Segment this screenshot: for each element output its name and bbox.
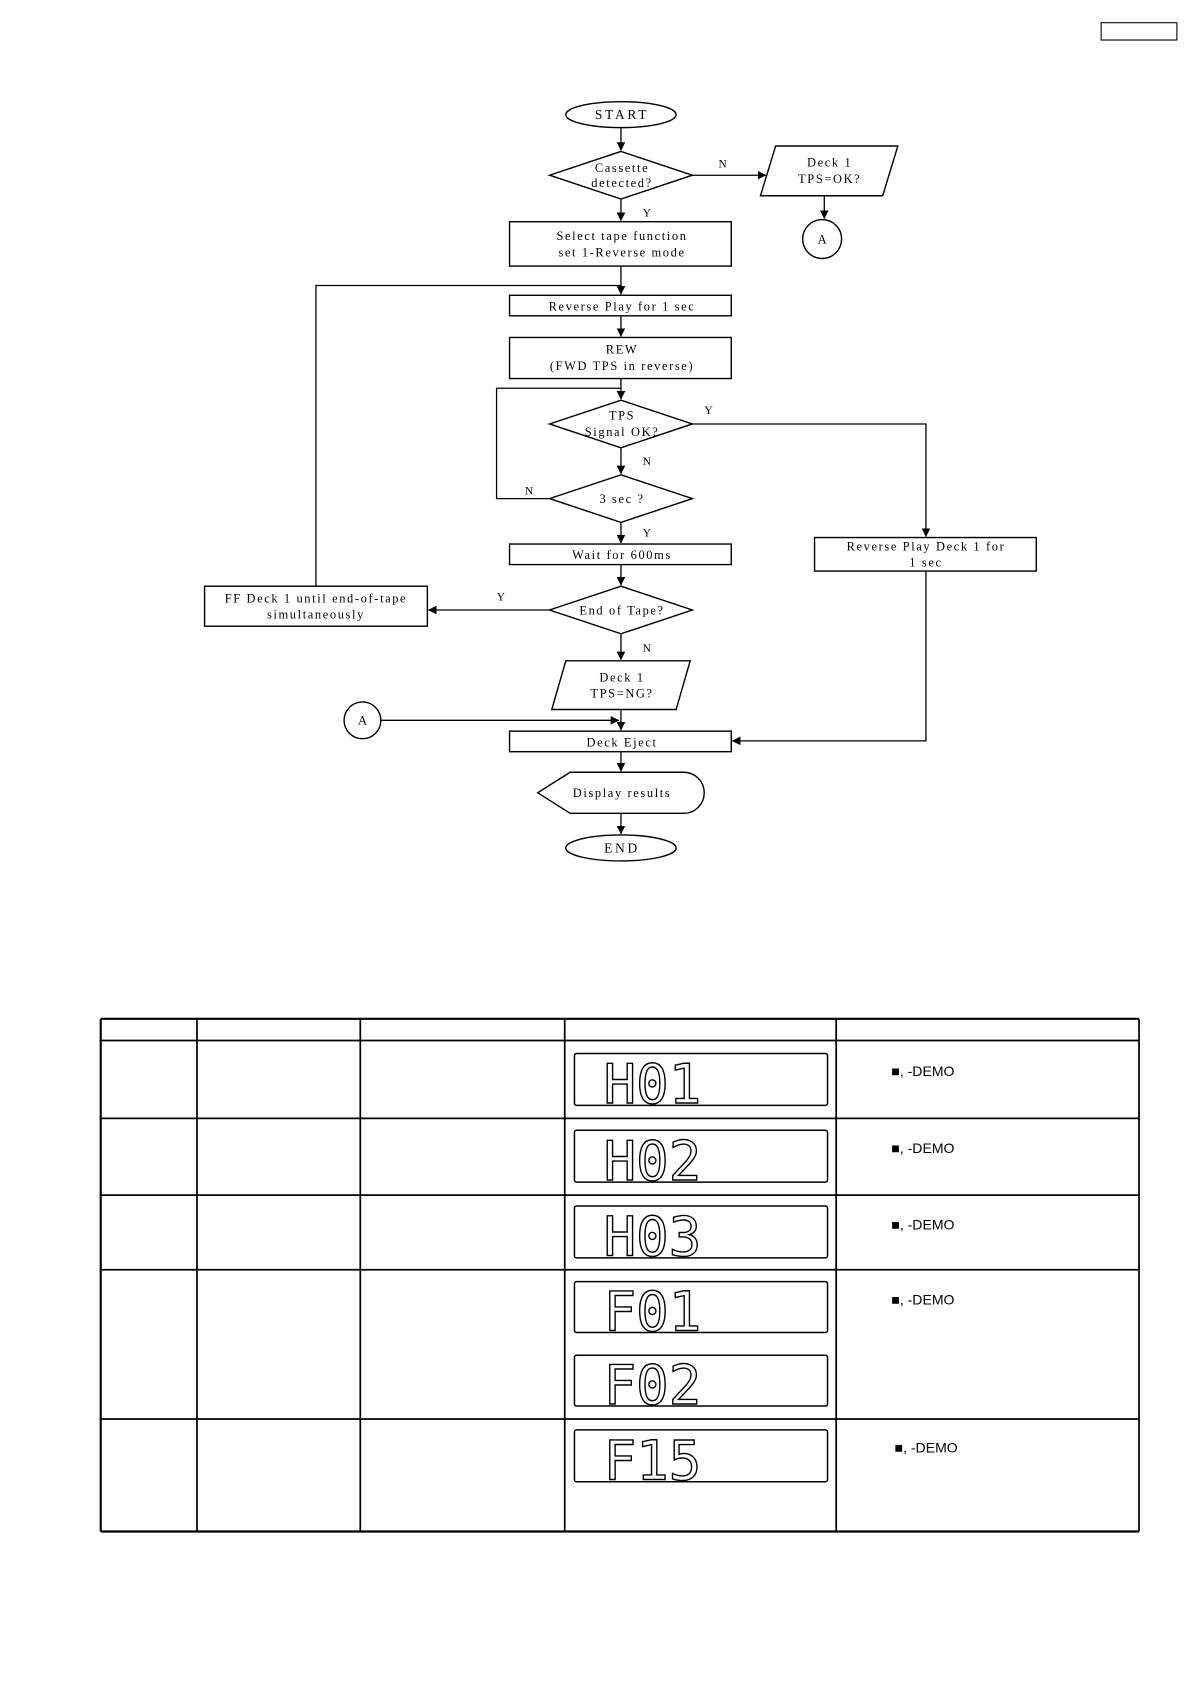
select-tape-line2: set 1-Reverse mode bbox=[558, 245, 685, 259]
wait-label: Wait for 600ms bbox=[572, 548, 672, 562]
select-tape-line1: Select tape function bbox=[556, 229, 687, 243]
select-tape-function-process: Select tape function set 1-Reverse mode bbox=[508, 221, 732, 267]
edge-label-tps-no: N bbox=[643, 456, 651, 468]
lcd-display: F01 bbox=[573, 1280, 829, 1344]
lcd-display-code: F01 bbox=[604, 1280, 702, 1343]
row-note: ■, -DEMO bbox=[891, 1217, 954, 1233]
tps-signal-line1: TPS bbox=[609, 409, 635, 423]
lcd-display-code: F02 bbox=[604, 1354, 702, 1417]
tps-signal-line2: Signal OK? bbox=[585, 425, 660, 439]
reverse-play-process: Reverse Play for 1 sec bbox=[508, 294, 732, 317]
display-results-label: Display results bbox=[573, 786, 672, 800]
cassette-detected-line2: detected? bbox=[591, 176, 653, 190]
reverse-play-deck1-line2: 1 sec bbox=[909, 556, 942, 570]
deck1-tps-ng-output: Deck 1 TPS=NG? bbox=[550, 660, 692, 711]
start-terminal: START bbox=[565, 100, 677, 129]
edge-label-three-sec-yes: Y bbox=[643, 527, 651, 539]
reverse-play-deck1-line1: Reverse Play Deck 1 for bbox=[847, 540, 1006, 554]
lcd-display: H03 bbox=[573, 1205, 829, 1269]
edge-label-three-sec-no: N bbox=[525, 485, 533, 497]
edge-label-end-of-tape-yes: Y bbox=[497, 591, 505, 603]
ff-deck-process: FF Deck 1 until end-of-tape simultaneous… bbox=[203, 585, 429, 627]
lcd-display: F02 bbox=[573, 1353, 829, 1418]
ff-deck-line1: FF Deck 1 until end-of-tape bbox=[225, 591, 407, 605]
deck1-tps-ok-line1: Deck 1 bbox=[807, 156, 852, 170]
row-note: ■, -DEMO bbox=[891, 1063, 954, 1079]
end-of-tape-decision: End of Tape? bbox=[547, 585, 695, 635]
table-row: H03 ■, -DEMO bbox=[573, 1205, 955, 1269]
flow-connectors bbox=[315, 127, 931, 835]
edge-label-tps-yes: Y bbox=[704, 405, 712, 417]
flowchart: START Cassette detected? Deck 1 TPS=OK? … bbox=[203, 100, 1037, 862]
error-code-table: H01 ■, -DEMO H02 ■, -DEMO H03 ■, -DEMO F… bbox=[99, 1017, 1140, 1533]
deck1-tps-ok-line2: TPS=OK? bbox=[798, 172, 861, 186]
cassette-detected-decision: Cassette detected? bbox=[547, 150, 695, 200]
wait-process: Wait for 600ms bbox=[508, 543, 732, 566]
end-terminal: END bbox=[565, 834, 677, 862]
table-row: F01 F02 ■, -DEMO bbox=[573, 1280, 955, 1418]
row-note: ■, -DEMO bbox=[895, 1440, 958, 1456]
lcd-display-code: F15 bbox=[604, 1430, 702, 1493]
table-row: H02 ■, -DEMO bbox=[573, 1129, 955, 1194]
deck-eject-process: Deck Eject bbox=[508, 730, 732, 753]
lcd-display: H02 bbox=[573, 1129, 829, 1194]
edge-label-end-of-tape-no: N bbox=[643, 643, 651, 655]
reverse-play-deck1-process: Reverse Play Deck 1 for 1 sec bbox=[813, 536, 1037, 572]
end-label: END bbox=[604, 840, 640, 855]
deck1-tps-ng-line2: TPS=NG? bbox=[590, 687, 653, 701]
table-row: F15 ■, -DEMO bbox=[573, 1429, 958, 1493]
start-label: START bbox=[595, 107, 649, 122]
deck1-tps-ok-output: Deck 1 TPS=OK? bbox=[759, 145, 899, 197]
edge-label-cassette-yes: Y bbox=[643, 207, 651, 219]
connector-a-bottom: A bbox=[343, 701, 382, 740]
edge-label-cassette-no: N bbox=[719, 159, 727, 171]
end-of-tape-label: End of Tape? bbox=[579, 603, 664, 617]
connector-a-top: A bbox=[801, 218, 843, 260]
row-note: ■, -DEMO bbox=[891, 1140, 954, 1156]
lcd-display: F15 bbox=[573, 1429, 829, 1493]
lcd-display-code: H01 bbox=[604, 1053, 702, 1116]
tps-signal-ok-decision: TPS Signal OK? bbox=[547, 399, 695, 449]
deck-eject-label: Deck Eject bbox=[587, 735, 658, 749]
three-sec-label: 3 sec ? bbox=[599, 492, 644, 506]
display-results-shape: Display results bbox=[536, 771, 705, 815]
edge-labels: N Y Y N N Y Y N bbox=[497, 159, 727, 656]
connector-a-label: A bbox=[358, 714, 367, 728]
deck1-tps-ng-line1: Deck 1 bbox=[599, 670, 644, 684]
lcd-display-code: H03 bbox=[604, 1206, 702, 1269]
rew-line1: REW bbox=[606, 343, 638, 357]
page-number-box bbox=[1100, 22, 1178, 41]
reverse-play-label: Reverse Play for 1 sec bbox=[549, 299, 696, 313]
cassette-detected-line1: Cassette bbox=[595, 161, 649, 175]
connector-a-label: A bbox=[818, 232, 827, 246]
table-row: H01 ■, -DEMO bbox=[573, 1052, 955, 1117]
ff-deck-line2: simultaneously bbox=[267, 608, 365, 622]
row-note: ■, -DEMO bbox=[891, 1291, 954, 1307]
three-sec-decision: 3 sec ? bbox=[547, 474, 695, 524]
lcd-display: H01 bbox=[573, 1052, 829, 1117]
rew-process: REW (FWD TPS in reverse) bbox=[508, 336, 732, 380]
lcd-display-code: H02 bbox=[604, 1130, 702, 1193]
rew-line2: (FWD TPS in reverse) bbox=[550, 359, 694, 373]
